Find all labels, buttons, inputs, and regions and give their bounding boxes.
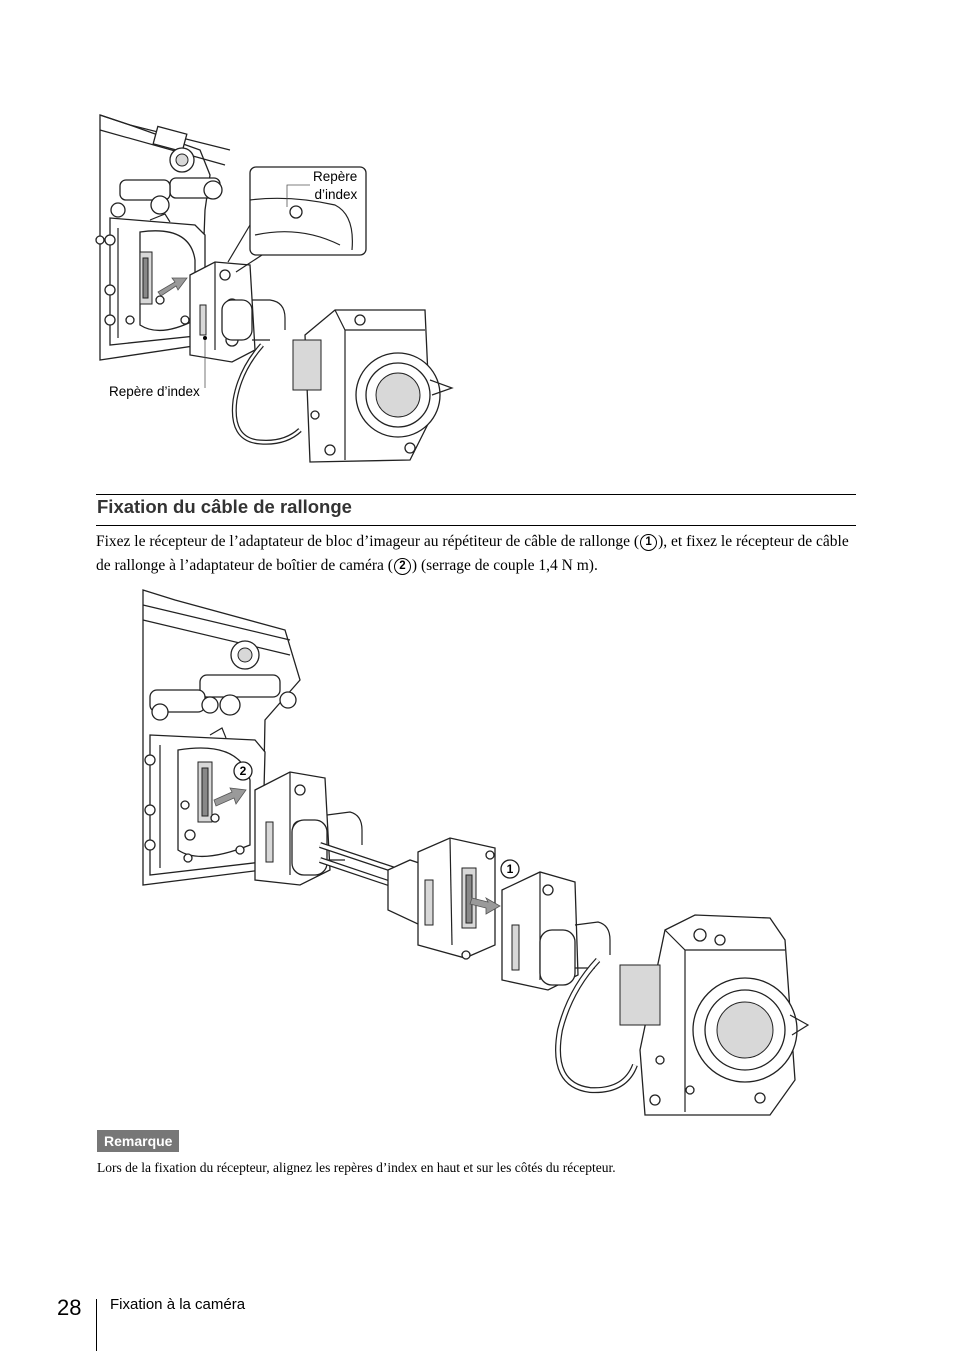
remark-text: Lors de la fixation du récepteur, aligne… [97, 1160, 616, 1175]
circled-number-1: 1 [640, 534, 658, 551]
remark-badge: Remarque [97, 1130, 180, 1152]
instruction-text-2: ), et fixez le récepteur de câble de ral… [96, 533, 849, 574]
page-number: 28 [57, 1295, 82, 1320]
receiver-block-1 [254, 771, 363, 886]
receiver-block-2 [501, 871, 611, 991]
footer-section-name: Fixation à la caméra [110, 1296, 246, 1313]
marker-2-label: 2 [239, 764, 247, 778]
index-mark-callout [203, 166, 367, 388]
instruction-paragraph: Fixez le récepteur de l’adaptateur de bl… [96, 530, 856, 578]
cable-repeater [387, 837, 501, 960]
section-title: Fixation du câble de rallonge [97, 496, 352, 517]
footer-divider [96, 1299, 97, 1351]
index-mark-label-top: Repère d’index [313, 169, 358, 202]
camera-body-left [95, 114, 231, 361]
section-rule-bottom [96, 525, 856, 526]
circled-number-2: 2 [393, 558, 411, 575]
section-rule-top [96, 494, 856, 495]
marker-1-label: 1 [506, 862, 514, 876]
camera-head-right [619, 914, 810, 1116]
instruction-text-3: ) (serrage de couple 1,4 N m). [411, 557, 598, 574]
figure-1-illustration [95, 114, 454, 463]
instruction-text-1: Fixez le récepteur de l’adaptateur de bl… [96, 533, 640, 550]
camera-head-right [292, 309, 454, 463]
index-mark-label-left: Repère d’index [109, 384, 200, 399]
